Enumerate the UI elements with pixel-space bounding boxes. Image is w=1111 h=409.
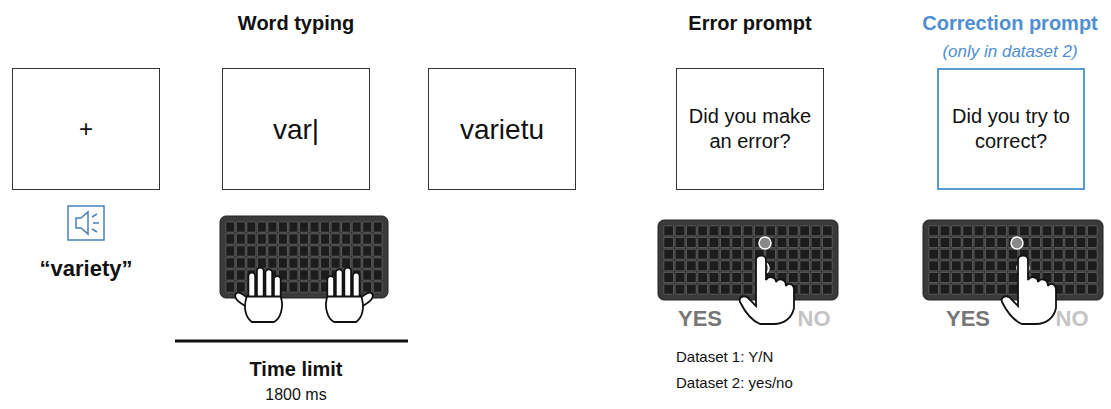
- dataset-note: Dataset 2: yes/no: [676, 374, 793, 391]
- screen-text: Did you make an error?: [686, 104, 814, 154]
- screen-text: +: [79, 114, 93, 144]
- hand: [235, 268, 282, 322]
- error-prompt-box: Did you make an error?: [676, 68, 824, 190]
- screen-text: var|: [273, 112, 319, 147]
- step-heading: Correction prompt: [922, 12, 1098, 35]
- step-heading: Word typing: [238, 12, 354, 35]
- time-value: 1800 ms: [265, 386, 326, 404]
- time-line: [175, 340, 408, 343]
- time-label: Time limit: [250, 358, 343, 381]
- keyboard: [220, 216, 388, 298]
- screen-text: Did you try to correct?: [947, 104, 1075, 154]
- hand: [326, 268, 373, 322]
- typing-screen: var|: [222, 68, 370, 190]
- correction-prompt-box: Did you try to correct?: [937, 68, 1085, 190]
- heading-note: (only in dataset 2): [942, 42, 1077, 62]
- answer-no: NO: [798, 306, 831, 332]
- answer-yes: YES: [678, 306, 722, 332]
- key-marker: [759, 237, 771, 249]
- speaker-icon: [68, 206, 104, 240]
- keyboard: [923, 220, 1103, 300]
- keyboard: [658, 220, 838, 300]
- step-heading: Error prompt: [688, 12, 811, 35]
- pointing-hand: [1002, 256, 1056, 325]
- dataset-note: Dataset 1: Y/N: [676, 348, 773, 365]
- fixation-screen: +: [12, 68, 160, 190]
- screen-text: varietu: [460, 112, 544, 147]
- answer-no: NO: [1056, 306, 1089, 332]
- pointing-hand: [740, 256, 794, 325]
- typed-word-screen: varietu: [428, 68, 576, 190]
- key-marker: [1011, 237, 1023, 249]
- spoken-word: “variety”: [40, 256, 133, 282]
- answer-yes: YES: [946, 306, 990, 332]
